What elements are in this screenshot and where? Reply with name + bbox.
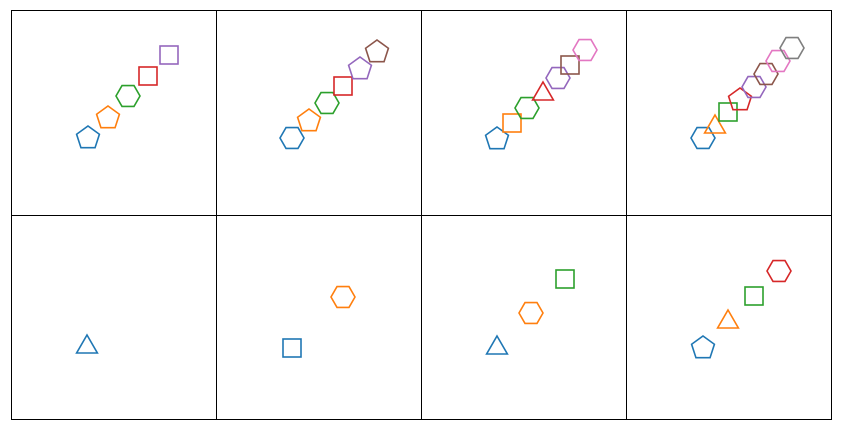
square-marker <box>282 338 302 358</box>
square-marker <box>718 102 738 122</box>
hexagon-marker <box>314 91 340 115</box>
hexagon-marker <box>514 96 540 120</box>
pentagon-marker <box>727 87 753 111</box>
panel-1-4 <box>690 36 805 150</box>
pentagon-marker <box>296 108 322 132</box>
panel-1-1 <box>75 45 179 149</box>
square-marker <box>744 286 764 306</box>
square-marker <box>555 269 575 289</box>
triangle-marker <box>716 308 740 329</box>
hexagon-marker <box>765 49 791 73</box>
panel-2-1 <box>75 333 99 354</box>
hexagon-marker <box>518 301 544 325</box>
square-marker <box>138 66 158 86</box>
triangle-marker <box>531 80 555 101</box>
triangle-marker <box>703 113 727 134</box>
square-marker <box>560 55 580 75</box>
hexagon-marker <box>766 259 792 283</box>
hexagon-marker <box>690 126 716 150</box>
hexagon-marker <box>279 126 305 150</box>
panel-2-4 <box>690 259 792 359</box>
triangle-marker <box>485 334 509 355</box>
panels <box>75 36 805 359</box>
hexagon-marker <box>330 285 356 309</box>
hexagon-marker <box>115 84 141 108</box>
panel-2-2 <box>282 285 356 358</box>
pentagon-marker <box>484 126 510 150</box>
hexagon-marker <box>741 75 767 99</box>
pentagon-marker <box>364 39 390 63</box>
triangle-marker <box>75 333 99 354</box>
pentagon-marker <box>347 56 373 80</box>
panel-1-2 <box>279 39 390 150</box>
pentagon-marker <box>95 105 121 129</box>
square-marker <box>333 76 353 96</box>
panel-1-3 <box>484 38 598 150</box>
panel-2-3 <box>485 269 575 355</box>
hexagon-marker <box>572 38 598 62</box>
square-marker <box>502 113 522 133</box>
grid-lines <box>11 10 832 420</box>
hexagon-marker <box>779 36 805 60</box>
hexagon-marker <box>753 62 779 86</box>
pentagon-marker <box>690 335 716 359</box>
square-marker <box>159 45 179 65</box>
pentagon-marker <box>75 125 101 149</box>
hexagon-marker <box>545 66 571 90</box>
